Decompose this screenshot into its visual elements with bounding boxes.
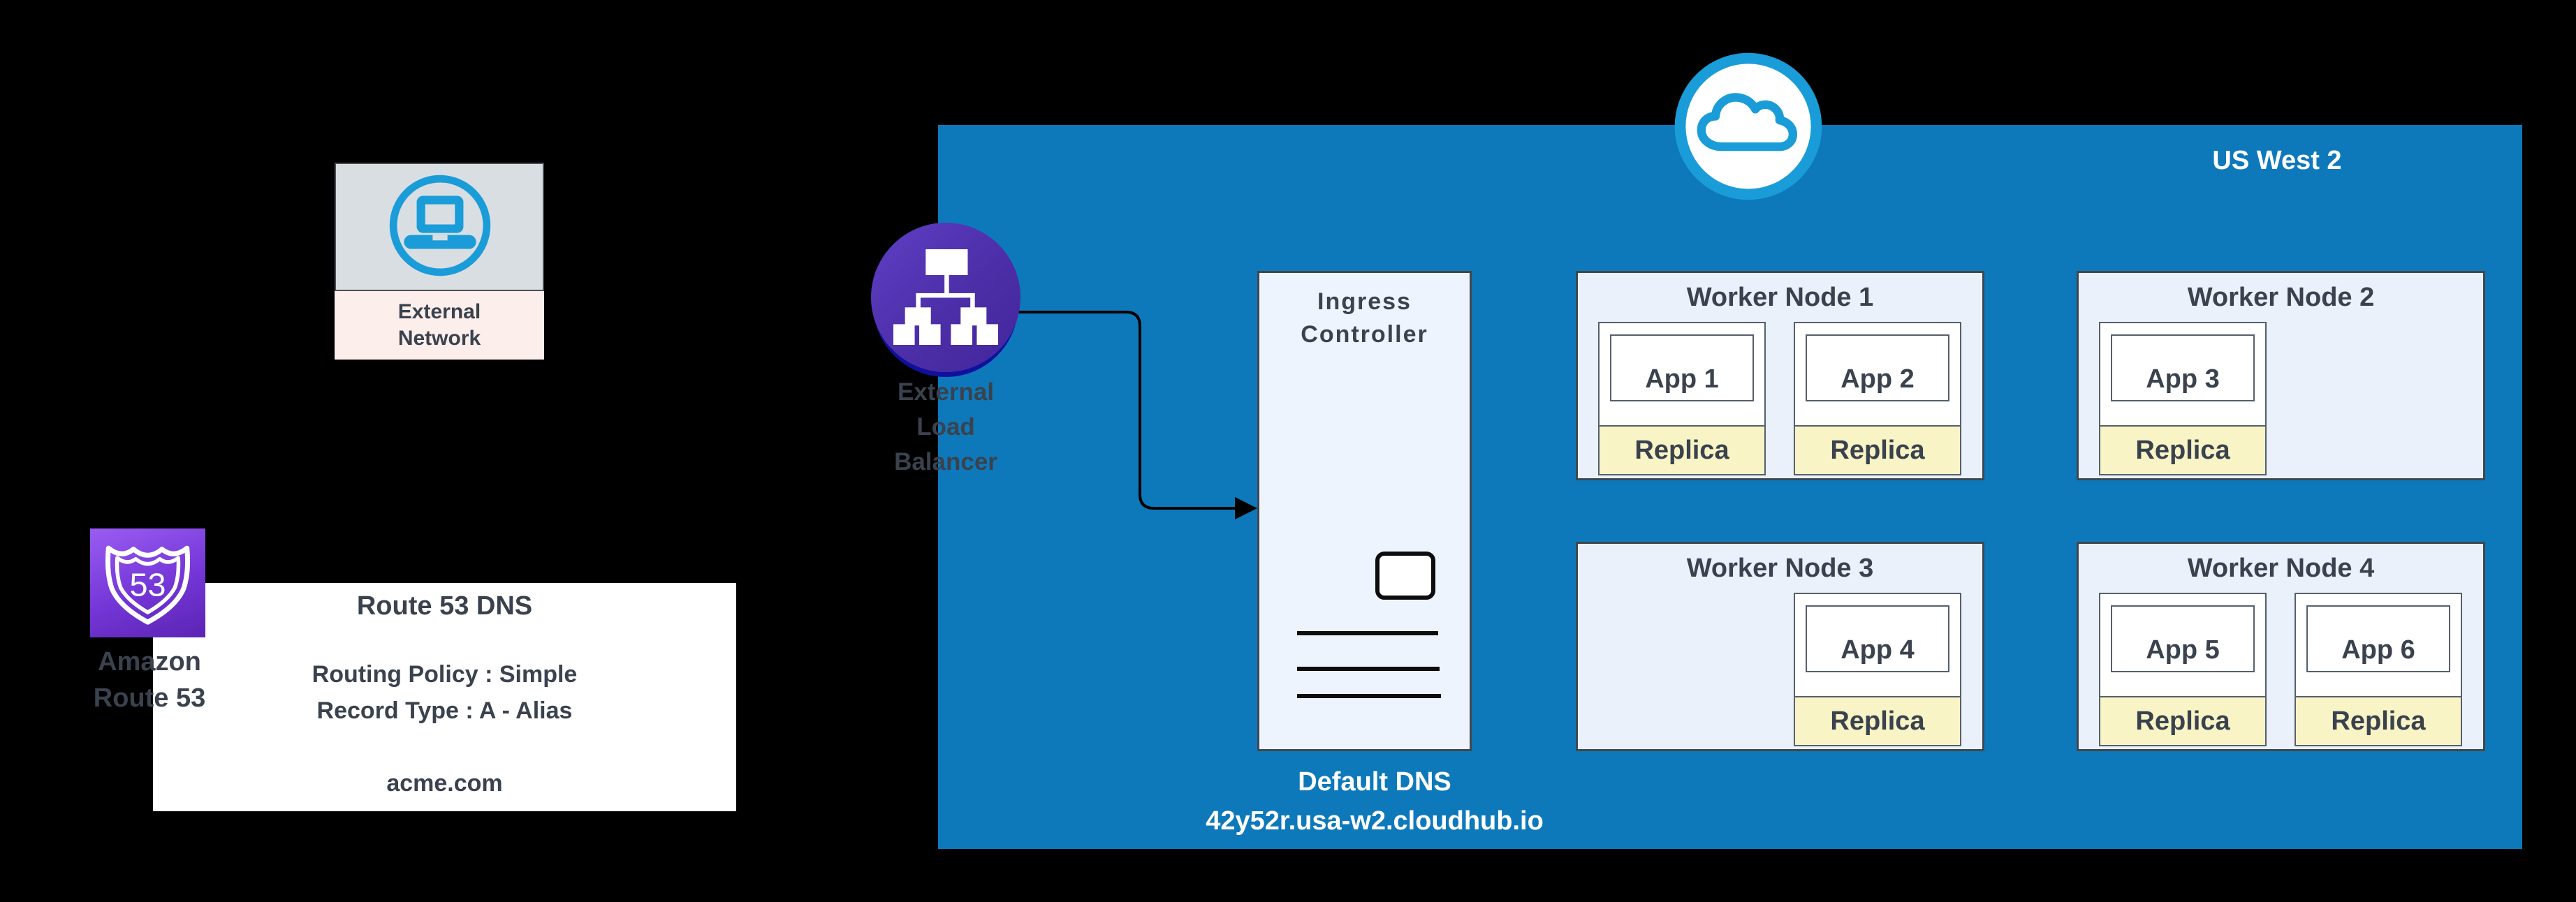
pod: App 4 Replica — [1794, 593, 1961, 746]
route53-caption: Amazon Route 53 — [93, 647, 206, 713]
external-load-balancer-label: External Load Balancer — [894, 378, 997, 475]
pod: App 1 Replica — [1598, 322, 1766, 475]
worker-node-title: Worker Node 4 — [2187, 554, 2375, 583]
worker-node-3: Worker Node 3 App 4 Replica — [1576, 542, 1984, 751]
worker-node-title: Worker Node 1 — [1686, 283, 1874, 312]
route53-dns-title: Route 53 DNS — [356, 591, 533, 621]
worker-node-title: Worker Node 2 — [2187, 283, 2375, 312]
external-network-label-panel: External Network — [335, 291, 544, 360]
worker-node-2: Worker Node 2 App 3 Replica — [2077, 271, 2485, 480]
app-label: App 2 — [1840, 364, 1915, 394]
external-load-balancer-icon — [871, 223, 1020, 372]
ingress-controller-box: Ingress Controller — [1257, 271, 1472, 751]
app-label: App 3 — [2146, 364, 2220, 394]
ingress-rule-line-2 — [1297, 667, 1440, 671]
ingress-pod-icon — [1375, 552, 1435, 600]
replica-badge: Replica — [1795, 696, 1960, 745]
app-box: App 2 — [1806, 334, 1949, 401]
ingress-controller-title: Ingress Controller — [1301, 288, 1428, 348]
default-dns-label: Default DNS 42y52r.usa-w2.cloudhub.io — [1130, 762, 1619, 841]
external-network-label: External Network — [397, 300, 481, 350]
app-label: App 6 — [2341, 635, 2415, 665]
domain-line: acme.com — [386, 770, 503, 797]
region-label: US West 2 — [2212, 146, 2342, 175]
route53-shield-icon: 53 — [90, 528, 205, 637]
app-box: App 6 — [2306, 605, 2450, 672]
routing-policy-line: Routing Policy : Simple — [312, 661, 578, 688]
external-network-node: External Network — [335, 163, 544, 360]
worker-node-1: Worker Node 1 App 1 Replica App 2 Replic… — [1576, 271, 1984, 480]
worker-node-4: Worker Node 4 App 5 Replica App 6 Replic… — [2077, 542, 2485, 751]
app-label: App 4 — [1840, 635, 1915, 665]
worker-node-title: Worker Node 3 — [1686, 554, 1874, 583]
record-type-line: Record Type : A - Alias — [316, 697, 573, 724]
replica-badge: Replica — [2100, 425, 2265, 474]
external-network-icon-panel — [335, 163, 544, 291]
replica-badge: Replica — [1600, 425, 1764, 474]
default-dns-title: Default DNS — [1298, 767, 1451, 797]
route53-dns-box: Route 53 DNS Routing Policy : Simple Rec… — [153, 583, 736, 811]
ingress-rule-line-1 — [1297, 631, 1438, 635]
pod: App 3 Replica — [2099, 322, 2267, 475]
app-box: App 3 — [2111, 334, 2255, 401]
ingress-rule-line-3 — [1297, 694, 1441, 698]
pod: App 5 Replica — [2099, 593, 2267, 746]
shield-number: 53 — [129, 567, 166, 603]
load-balancer-tree-icon — [893, 249, 998, 348]
app-box: App 4 — [1806, 605, 1949, 672]
replica-badge: Replica — [1795, 425, 1960, 474]
cloud-icon — [1670, 48, 1827, 205]
replica-badge: Replica — [2100, 696, 2265, 745]
app-label: App 1 — [1645, 364, 1719, 394]
pod: App 6 Replica — [2295, 593, 2462, 746]
laptop-icon — [387, 172, 493, 279]
app-box: App 1 — [1610, 334, 1754, 401]
default-dns-host: 42y52r.usa-w2.cloudhub.io — [1206, 806, 1544, 836]
app-label: App 5 — [2146, 635, 2220, 665]
replica-badge: Replica — [2296, 696, 2461, 745]
app-box: App 5 — [2111, 605, 2255, 672]
pod: App 2 Replica — [1794, 322, 1961, 475]
